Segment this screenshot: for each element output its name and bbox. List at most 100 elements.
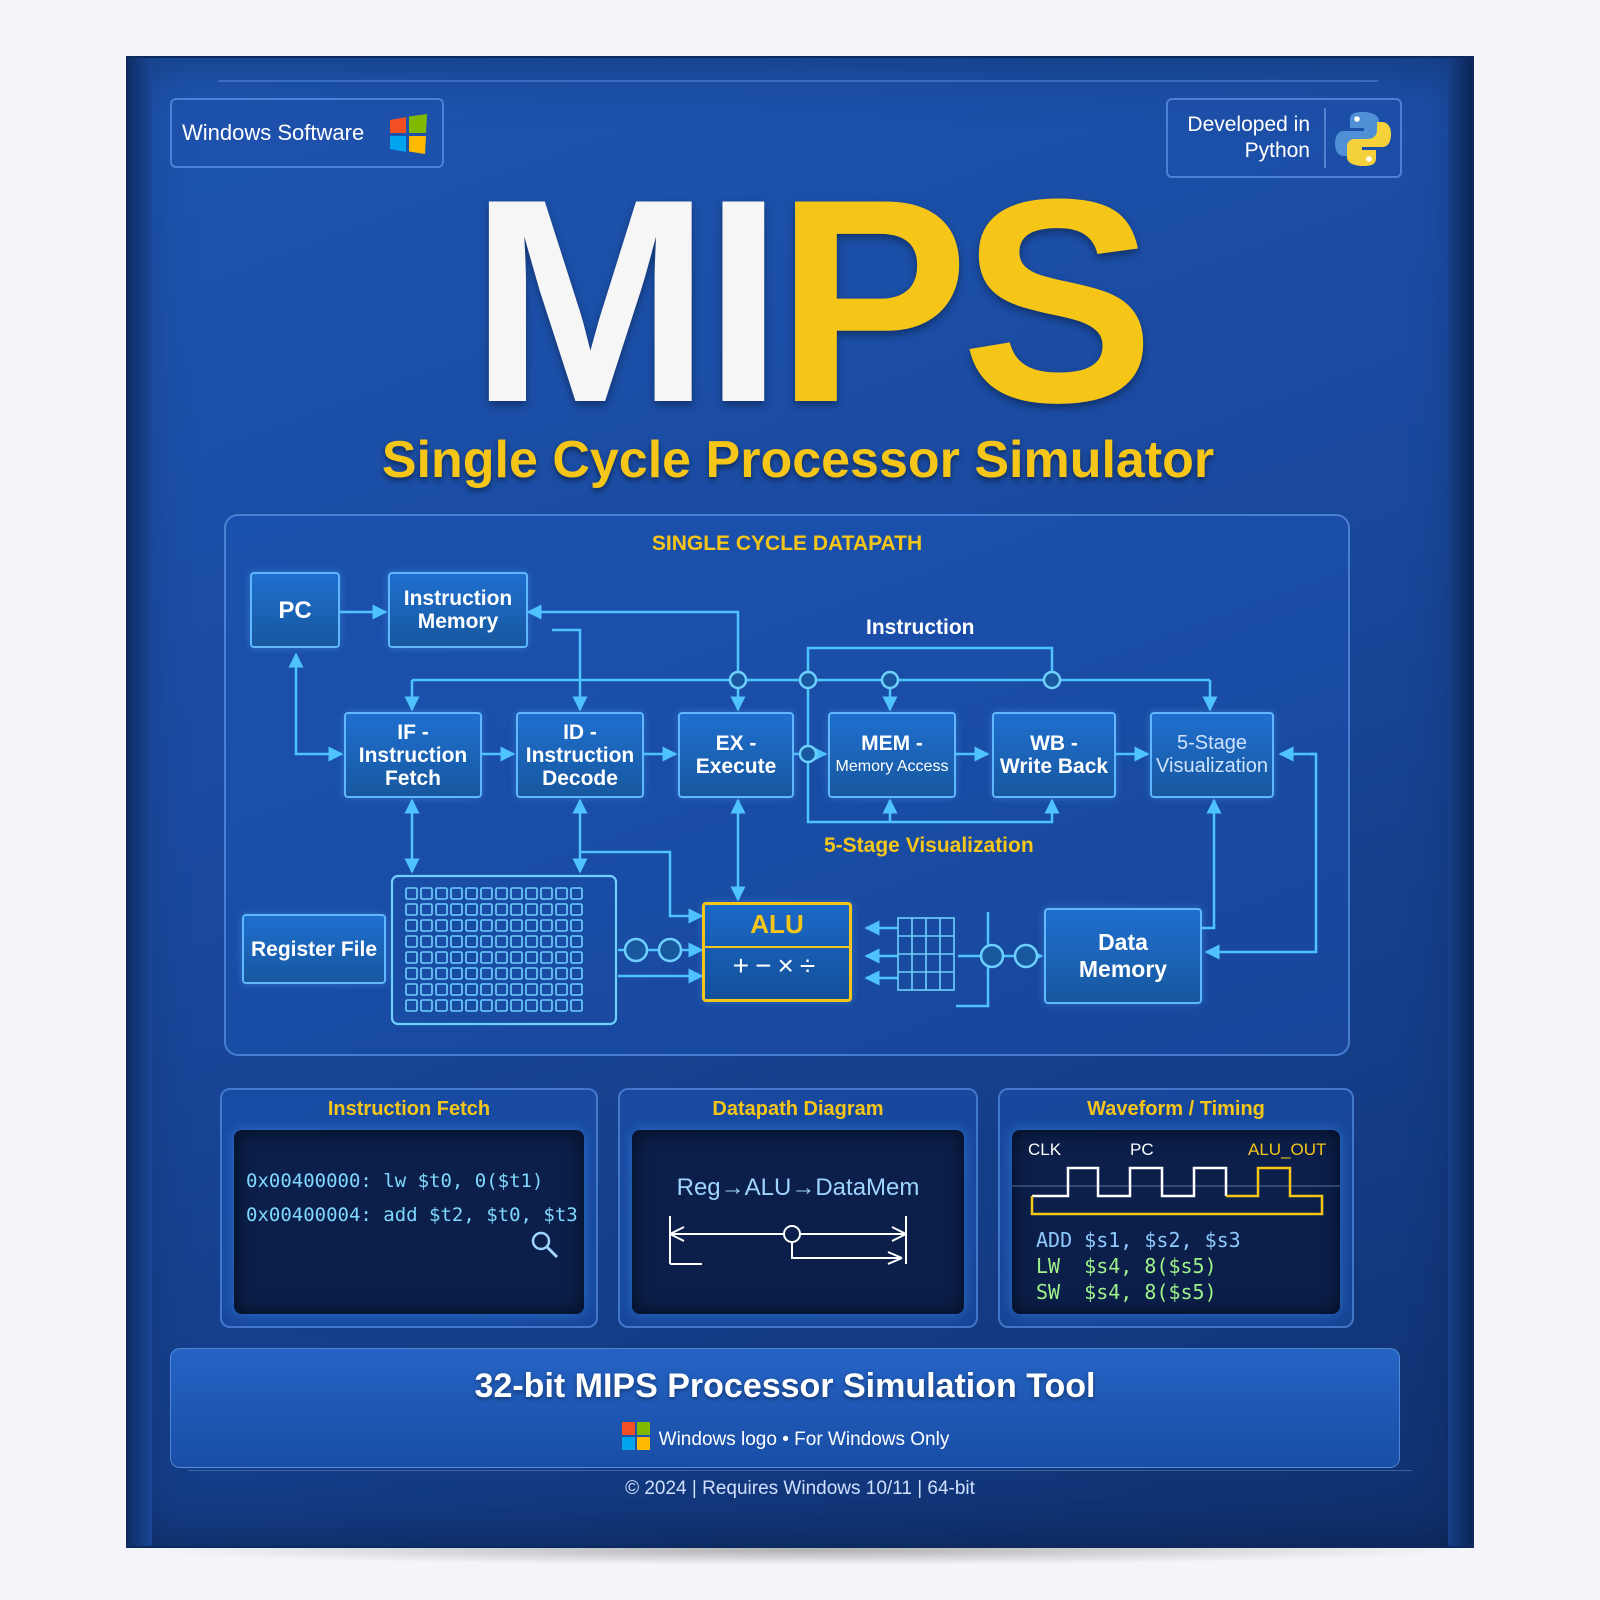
register-cell	[525, 967, 538, 980]
register-cell	[570, 935, 583, 948]
register-cell	[465, 999, 478, 1012]
fetch-line-1: 0x00400000: lw $t0, 0($t1)	[246, 1170, 544, 1192]
ex-line2: Execute	[695, 755, 777, 778]
dm-line2: Memory	[1078, 956, 1168, 982]
banner-title: 32-bit MIPS Processor Simulation Tool	[474, 1367, 1096, 1405]
waveform-title: Waveform / Timing	[1087, 1098, 1265, 1120]
instruction-fetch-panel: Instruction Fetch 0x00400000: lw $t0, 0(…	[220, 1088, 598, 1328]
python-badge: Developed in Python	[1166, 98, 1402, 178]
register-cell	[420, 983, 433, 996]
register-cell	[465, 951, 478, 964]
register-cell	[450, 967, 463, 980]
register-cell	[495, 919, 508, 932]
mem-line2: Memory Access	[835, 758, 949, 775]
register-cell	[495, 903, 508, 916]
instruction-label: Instruction	[866, 616, 975, 639]
register-cell	[480, 999, 493, 1012]
banner-subtitle: Windows logo • For Windows Only	[171, 1421, 1399, 1457]
alu-operations: +−×÷	[705, 946, 849, 980]
product-title: MIPS	[368, 156, 1248, 446]
register-cell	[540, 999, 553, 1012]
software-box: Windows Software Developed in Python	[126, 56, 1474, 1548]
badge-separator	[1324, 108, 1326, 168]
five-stage-visualization-label: 5-Stage Visualization	[824, 834, 1034, 857]
python-logo-icon	[1332, 108, 1394, 175]
datapath-panel: SINGLE CYCLE DATAPATH	[224, 514, 1350, 1056]
register-cell	[540, 935, 553, 948]
register-cell	[540, 967, 553, 980]
pc-signal-label: PC	[1130, 1140, 1154, 1159]
alu-block: ALU +−×÷	[702, 902, 852, 1002]
register-cell	[570, 967, 583, 980]
register-cell	[510, 951, 523, 964]
register-cell	[450, 887, 463, 900]
datapath-mini-diagram	[669, 1216, 907, 1265]
register-cell	[435, 951, 448, 964]
register-file-label: Register File	[250, 937, 378, 961]
waveform-screen: CLK PC ALU_OUT ADD $s1, $s2, $s3 LW $s4,…	[1012, 1130, 1340, 1314]
wb-line2: Write Back	[999, 755, 1109, 778]
register-cell	[480, 983, 493, 996]
register-cell	[435, 983, 448, 996]
if-line2: Instruction	[358, 743, 468, 767]
register-cell	[465, 887, 478, 900]
register-cell	[405, 951, 418, 964]
register-cell	[420, 935, 433, 948]
box-right-edge	[1448, 58, 1472, 1546]
ex-line1: EX -	[715, 732, 757, 755]
register-cell	[555, 951, 568, 964]
dm-line1: Data	[1098, 929, 1148, 955]
mem-stage-block: MEM - Memory Access	[828, 712, 956, 798]
alu-out-label: ALU_OUT	[1248, 1140, 1327, 1159]
register-cell	[450, 983, 463, 996]
python-badge-line1: Developed in	[1187, 113, 1310, 136]
register-cell	[480, 887, 493, 900]
clock-waveform	[1012, 1166, 1340, 1216]
register-cell	[405, 887, 418, 900]
ex-stage-block: EX -Execute	[678, 712, 794, 798]
register-cell	[435, 967, 448, 980]
register-cell	[570, 983, 583, 996]
footer-rule	[188, 1470, 1412, 1471]
register-cell	[420, 887, 433, 900]
im-line1: Instruction	[403, 587, 513, 610]
wb-stage-block: WB -Write Back	[992, 712, 1116, 798]
register-cell	[570, 887, 583, 900]
fetch-line-2: 0x00400004: add $t2, $t0, $t3	[246, 1204, 578, 1226]
register-cell	[555, 903, 568, 916]
register-cell	[540, 903, 553, 916]
register-cell	[555, 983, 568, 996]
wave-code-line-3: SW $s4, 8($s5)	[1036, 1280, 1217, 1304]
clk-label: CLK	[1028, 1140, 1062, 1159]
register-cell	[510, 983, 523, 996]
register-cell	[495, 935, 508, 948]
id-line3: Decode	[542, 766, 618, 790]
register-cell	[480, 903, 493, 916]
register-cell	[495, 967, 508, 980]
instruction-fetch-screen: 0x00400000: lw $t0, 0($t1) 0x00400004: a…	[234, 1130, 584, 1314]
waveform-panel: Waveform / Timing CLK PC ALU_OUT ADD $s1…	[998, 1088, 1354, 1328]
box-left-edge	[128, 58, 152, 1546]
banner-subtitle-text: Windows logo • For Windows Only	[658, 1429, 950, 1450]
register-cell	[420, 903, 433, 916]
datapath-heading: SINGLE CYCLE DATAPATH	[651, 532, 923, 555]
viz-line2: Visualization	[1156, 755, 1268, 777]
register-cell	[435, 903, 448, 916]
wb-line1: WB -	[1030, 732, 1078, 755]
register-cell	[405, 935, 418, 948]
footer-text: © 2024 | Requires Windows 10/11 | 64-bit	[625, 1478, 975, 1499]
datapath-flow-text: Reg→ALU→DataMem	[676, 1174, 920, 1201]
windows-logo-icon	[386, 112, 430, 161]
datapath-diagram-screen: Reg→ALU→DataMem	[632, 1130, 964, 1314]
mem-line1: MEM -	[861, 732, 923, 755]
register-cell	[480, 935, 493, 948]
register-cell	[435, 887, 448, 900]
windows-software-badge: Windows Software	[170, 98, 444, 168]
register-cell	[495, 887, 508, 900]
register-cell	[405, 983, 418, 996]
register-cell	[450, 919, 463, 932]
register-cell	[540, 983, 553, 996]
